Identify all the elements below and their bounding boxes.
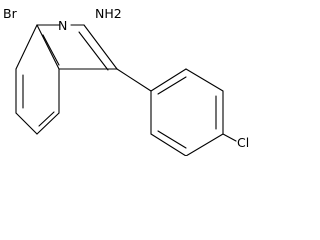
ring-nitrogen-label: N (58, 18, 67, 33)
bromine-label: Br (3, 6, 18, 21)
bond-c1prime-c2prime-inner (157, 76, 187, 95)
atom-labels: Br N NH2 Cl (3, 6, 249, 150)
chlorine-label: Cl (237, 135, 249, 150)
bond-c5prime-c6prime (150, 133, 187, 156)
bond-c6-c5-inner (38, 111, 55, 127)
bond-c2prime-c3prime (185, 68, 224, 92)
bond-c7-c6 (15, 112, 38, 135)
amine-group-label: NH2 (95, 6, 122, 21)
bond-c1-c8a-inner (42, 34, 60, 66)
bond-c3-c4 (83, 24, 118, 70)
bond-c4-c1prime (116, 68, 152, 92)
bond-c3-c4-inner (78, 31, 109, 71)
isoquinoline-benzo-ring-bonds (15, 24, 60, 135)
bond-c4a-c8a (36, 24, 60, 70)
bond-c1prime-c2prime (150, 68, 187, 92)
chlorophenyl-ring-bonds (116, 68, 237, 156)
bond-c4prime-cl (222, 133, 237, 142)
bond-c5prime-c6prime-inner (157, 130, 187, 149)
molecule-structure: Br N NH2 Cl (3, 6, 249, 156)
isoquinoline-pyridine-ring-bonds (36, 24, 118, 71)
bond-c8a-c8 (15, 24, 38, 70)
bond-c4prime-c5prime (185, 133, 224, 156)
bond-c6-c5 (36, 112, 60, 135)
